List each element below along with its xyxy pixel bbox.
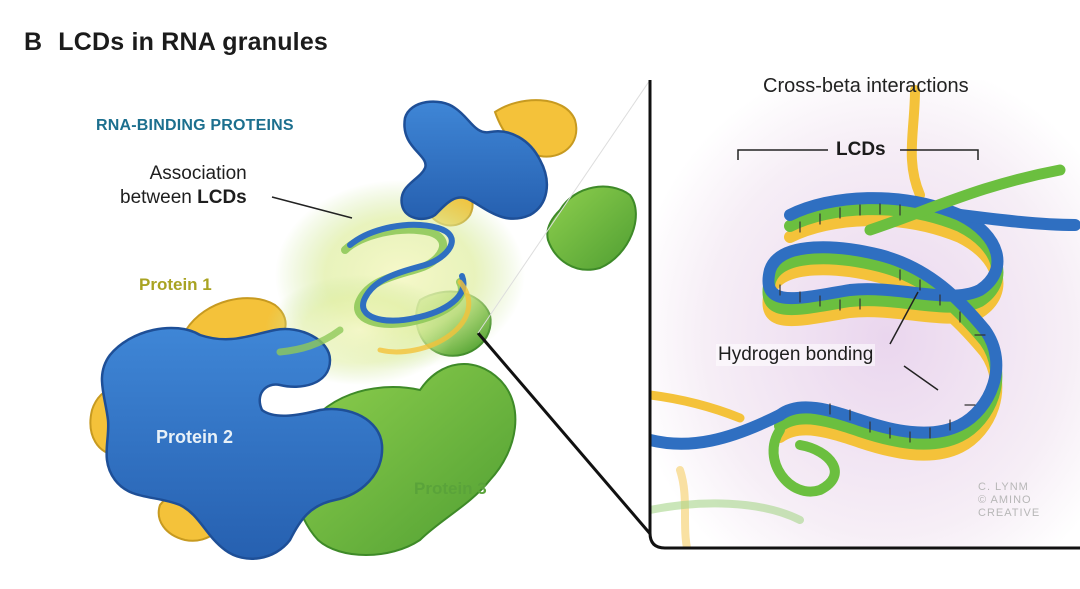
lcds-bracket bbox=[737, 149, 979, 160]
lcds-label: LCDs bbox=[836, 139, 886, 160]
association-pointer bbox=[271, 196, 353, 219]
association-lcds-word: LCDs bbox=[197, 187, 247, 208]
protein-top-shape bbox=[400, 100, 548, 221]
protein3-label: Protein 3 bbox=[414, 479, 487, 498]
cross-beta-label: Cross-beta interactions bbox=[763, 75, 969, 97]
artist-credit: C. LYNM © AMINO CREATIVE bbox=[978, 481, 1040, 520]
protein2-label: Protein 2 bbox=[156, 427, 234, 447]
association-line2-prefix: between bbox=[120, 187, 198, 208]
protein1-label: Protein 1 bbox=[139, 275, 212, 294]
hydrogen-bonding-label: Hydrogen bonding bbox=[716, 344, 876, 366]
hydrogen-bond-ticks bbox=[779, 203, 986, 443]
zoom-panel bbox=[648, 80, 1080, 550]
credit-line3: CREATIVE bbox=[978, 507, 1041, 519]
protein-cluster bbox=[89, 99, 637, 560]
hydrogen-bonding-pointers bbox=[889, 291, 939, 391]
association-line1: Association bbox=[149, 163, 247, 184]
association-label: Association between LCDs bbox=[120, 162, 247, 210]
credit-line1: C. LYNM bbox=[978, 481, 1029, 493]
lcd-strands-left bbox=[276, 221, 472, 356]
protein2-shape bbox=[100, 326, 384, 560]
association-line2: between LCDs bbox=[120, 186, 247, 210]
credit-line2: © AMINO bbox=[978, 494, 1032, 506]
panel-letter: B bbox=[24, 28, 43, 56]
figure-title: B LCDs in RNA granules bbox=[24, 28, 328, 57]
title-text: LCDs in RNA granules bbox=[58, 28, 329, 56]
zoom-connector bbox=[476, 79, 654, 537]
rna-binding-proteins-label: RNA-BINDING PROTEINS bbox=[96, 117, 294, 134]
